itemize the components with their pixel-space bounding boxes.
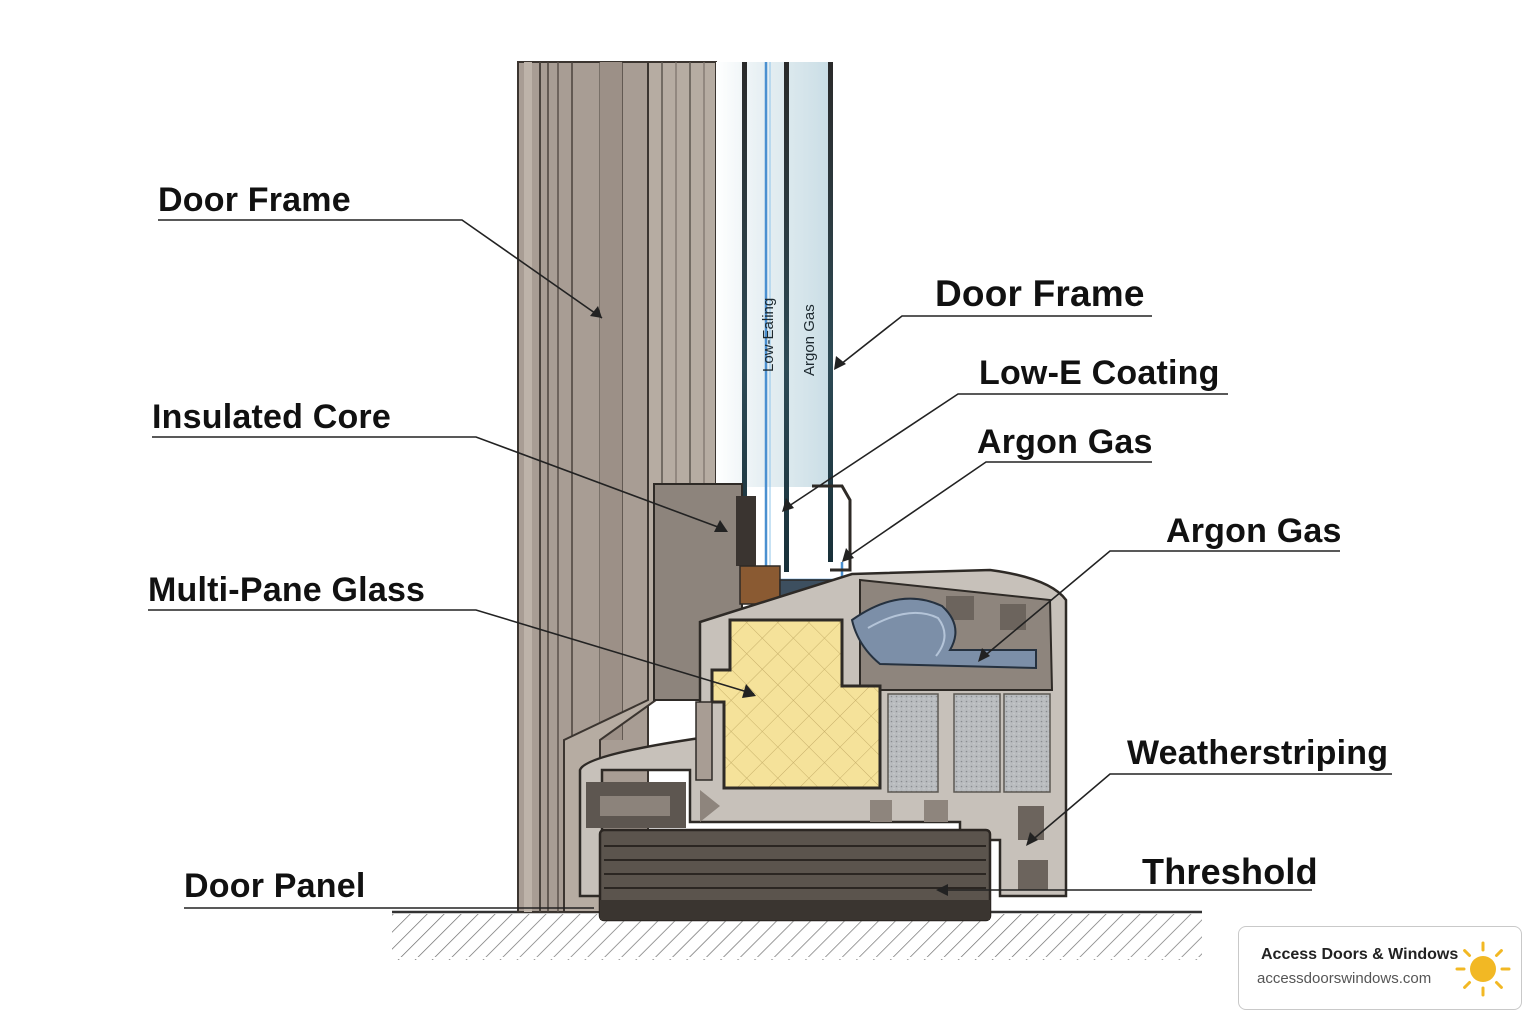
brand-badge[interactable]: Access Doors & Windows accessdoorswindow… (1238, 926, 1522, 1010)
label-weatherstriping: Weatherstriping (1127, 734, 1389, 772)
glass-argon-text: Argon Gas (801, 304, 818, 376)
label-multi-pane-glass: Multi-Pane Glass (148, 571, 426, 609)
brand-url[interactable]: accessdoorswindows.com (1257, 970, 1432, 987)
multi-pane-glass-unit (716, 62, 844, 582)
label-door-frame-right: Door Frame (935, 273, 1145, 314)
sun-icon (1455, 941, 1511, 997)
label-argon-gas-lower: Argon Gas (1166, 512, 1342, 550)
door-frame-profile (517, 61, 717, 913)
brand-title: Access Doors & Windows (1261, 946, 1459, 963)
label-argon-gas-upper: Argon Gas (977, 423, 1153, 461)
glass-low-e-text: Low-Ealing (760, 298, 777, 372)
door-panel-bottom (598, 828, 992, 922)
label-low-e-coating: Low-E Coating (979, 354, 1220, 392)
ground-hatch (392, 914, 1202, 960)
insulated-core (710, 618, 882, 790)
label-insulated-core: Insulated Core (152, 398, 391, 436)
label-threshold: Threshold (1142, 851, 1318, 892)
arrowheads (590, 306, 1038, 896)
label-door-frame-left: Door Frame (158, 181, 351, 219)
label-door-panel: Door Panel (184, 867, 366, 905)
leader-lines (148, 219, 1392, 909)
